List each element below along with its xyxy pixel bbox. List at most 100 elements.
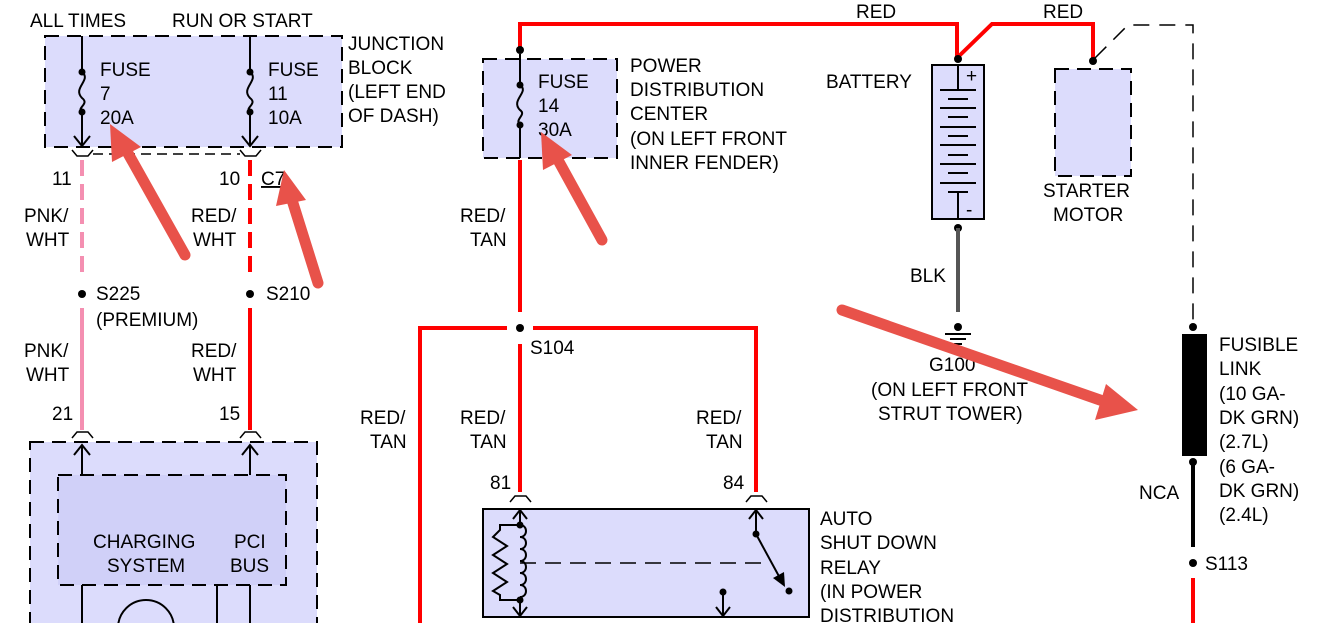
splice-s113-dot	[1189, 559, 1197, 567]
battery-plus: +	[966, 66, 977, 87]
red-wht-lower-l1: RED/	[191, 341, 237, 362]
annotation-arrows	[110, 124, 1138, 420]
center-wires: RED/ TAN S104 RED/ TAN RED/ TAN RED/ TAN…	[360, 160, 768, 623]
fuse-14-name: FUSE	[538, 72, 589, 93]
pnk-wht-lower-l2: WHT	[26, 365, 70, 386]
connector-c7-label: C7	[261, 169, 285, 190]
fusible-label-1: FUSIBLE	[1219, 335, 1298, 356]
pnk-wht-upper-l2: WHT	[26, 230, 70, 251]
left-branch-l2: TAN	[370, 432, 407, 453]
relay-label-1: AUTO	[820, 509, 872, 530]
fusible-link-body	[1182, 334, 1207, 456]
relay-coil-icon	[519, 524, 527, 598]
power-label-all-times: ALL TIMES	[30, 11, 126, 32]
fuse-7-rating: 20A	[100, 108, 134, 129]
splice-s225-label: S225	[96, 284, 140, 305]
dashed-leader-line	[1094, 24, 1194, 330]
arrow-to-fusible-link	[836, 304, 1138, 420]
fusible-label-3: (10 GA-	[1219, 384, 1286, 405]
splice-s104-dot	[516, 324, 524, 332]
red-wht-lower-l2: WHT	[193, 365, 237, 386]
ground-g100-label: G100	[929, 355, 975, 376]
relay-label-5: DISTRIBUTION	[820, 606, 954, 623]
relay-switch-icon	[755, 533, 782, 581]
fuse-11-number: 11	[268, 84, 288, 105]
connector-pin-84	[745, 495, 768, 503]
nca-label: NCA	[1139, 483, 1179, 504]
pnk-wht-upper-l1: PNK/	[24, 206, 69, 227]
fusible-label-8: (2.4L)	[1219, 505, 1269, 526]
pdc-out-wire-l1: RED/	[460, 206, 506, 227]
red-tan-wire-right-branch	[533, 326, 758, 492]
charging-label-2: SYSTEM	[107, 556, 185, 577]
relay-label-3: RELAY	[820, 558, 881, 579]
junction-block-label-2: BLOCK	[348, 58, 413, 79]
pin-15-label: 15	[219, 404, 240, 425]
red-wht-upper-l1: RED/	[191, 206, 237, 227]
battery-feed-wires: RED RED	[516, 2, 1194, 330]
junction-block-body	[45, 36, 342, 147]
fuse-14-number: 14	[538, 96, 560, 117]
red-wire-label-left: RED	[856, 2, 896, 23]
fuse-7-name: FUSE	[100, 60, 151, 81]
junction-block: FUSE 7 20A FUSE 11 10A ALL TIMES RUN OR …	[30, 11, 446, 190]
pin-84-label: 84	[723, 473, 745, 494]
junction-block-label-1: JUNCTION	[348, 34, 444, 55]
red-wht-upper-l2: WHT	[193, 230, 237, 251]
pin-21-label: 21	[52, 404, 73, 425]
splice-s210-dot	[246, 290, 254, 298]
fuse-14-rating: 30A	[538, 120, 572, 141]
pdc-label-3: CENTER	[630, 104, 708, 125]
red-wire-battery-to-starter	[955, 22, 1095, 60]
pdc-label-5: INNER FENDER)	[630, 153, 779, 174]
ground-icon	[945, 323, 971, 345]
fusible-label-5: (2.7L)	[1219, 432, 1269, 453]
pdc-out-wire-l2: TAN	[470, 230, 507, 251]
connector-c7	[71, 149, 262, 157]
battery-minus: -	[966, 200, 972, 221]
fuse-11-name: FUSE	[268, 60, 319, 81]
fuse-14-symbol	[516, 54, 524, 158]
power-distribution-center: FUSE 14 30A POWER DISTRIBUTION CENTER (O…	[482, 54, 787, 174]
connector-pin-21	[71, 431, 94, 439]
junction-block-label-4: OF DASH)	[348, 106, 439, 127]
fuse-7-number: 7	[100, 84, 111, 105]
fusible-label-6: (6 GA-	[1219, 457, 1275, 478]
fusible-label-4: DK GRN)	[1219, 408, 1299, 429]
red-wire-pdc-to-battery	[518, 22, 959, 58]
fuse-11-symbol	[241, 36, 259, 148]
starter-label-2: MOTOR	[1053, 205, 1123, 226]
mid-branch-l1: RED/	[460, 408, 506, 429]
right-branch-l2: TAN	[706, 432, 743, 453]
fusible-label-7: DK GRN)	[1219, 481, 1299, 502]
pdc-label-1: POWER	[630, 56, 702, 77]
fusible-link: NCA S113 FUSIBLE LINK (10 GA- DK GRN) (2…	[1139, 323, 1299, 623]
left-branch-l1: RED/	[360, 408, 406, 429]
relay-label-2: SHUT DOWN	[820, 533, 937, 554]
junction-block-outline	[44, 35, 343, 148]
splice-s225-note: (PREMIUM)	[96, 310, 198, 331]
splice-s210-label: S210	[266, 284, 310, 305]
ground-location-1: (ON LEFT FRONT	[871, 380, 1028, 401]
blk-wire-label: BLK	[910, 266, 946, 287]
pdc-label-4: (ON LEFT FRONT	[630, 129, 787, 150]
mid-branch-l2: TAN	[470, 432, 507, 453]
ground-location-2: STRUT TOWER)	[878, 404, 1023, 425]
arrow-to-fuse-7	[110, 124, 191, 261]
red-tan-wire-left-branch	[418, 326, 507, 623]
charging-module: CHARGING SYSTEM PCI BUS	[29, 441, 318, 623]
junction-block-label-3: (LEFT END	[348, 82, 446, 103]
charging-label-1: CHARGING	[93, 532, 195, 553]
pnk-wht-lower-l1: PNK/	[24, 341, 69, 362]
pci-label-1: PCI	[234, 532, 266, 553]
connector-pin-15	[239, 431, 262, 439]
pci-label-2: BUS	[230, 556, 269, 577]
relay-label-4: (IN POWER	[820, 582, 922, 603]
relay-resistor-icon	[491, 524, 520, 601]
starter-motor: STARTER MOTOR	[1043, 57, 1132, 226]
starter-label-1: STARTER	[1043, 181, 1130, 202]
splice-s104-label: S104	[530, 338, 575, 359]
alternator-icon	[117, 599, 175, 623]
arrow-to-connector-c7	[276, 170, 324, 289]
